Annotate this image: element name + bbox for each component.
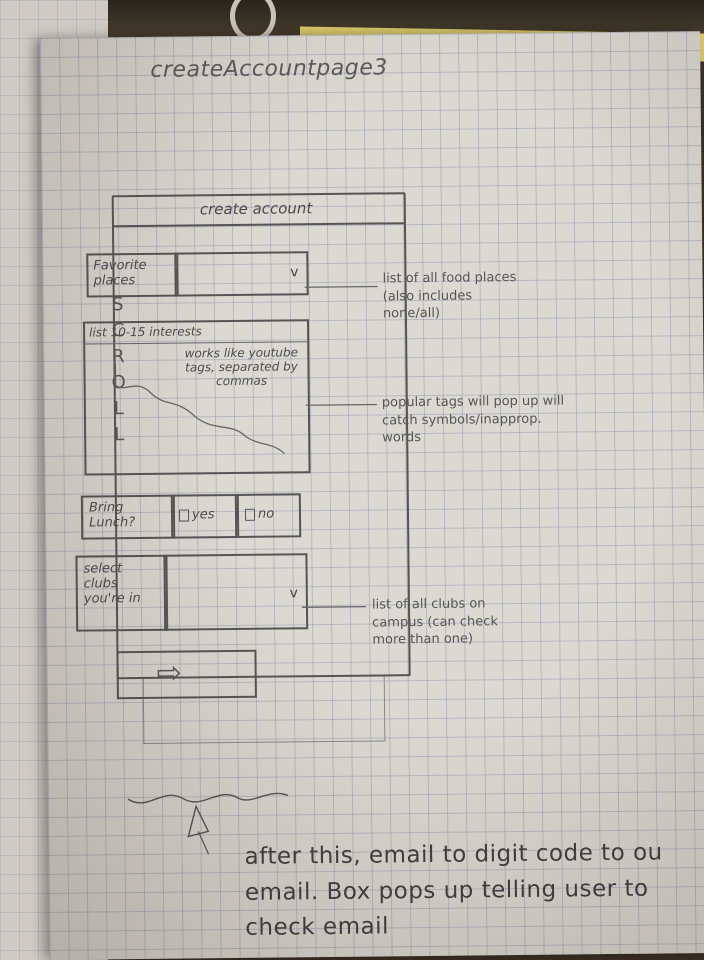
annotation-popular-tags: popular tags will pop up will catch symb… xyxy=(381,393,565,446)
annotation-clubs: list of all clubs on campus (can check m… xyxy=(371,596,499,648)
typed-text-scribble xyxy=(114,363,285,454)
interests-textarea[interactable]: list 10-15 interests works like youtube … xyxy=(82,319,311,476)
bottom-note: after this, email to digit code to ou em… xyxy=(244,839,663,942)
notebook-page: createAccountpage3 S C R O L L create ac… xyxy=(40,31,704,960)
annotation-food-places: list of all food places (also includes n… xyxy=(382,270,517,322)
annotation-lines xyxy=(127,285,378,855)
